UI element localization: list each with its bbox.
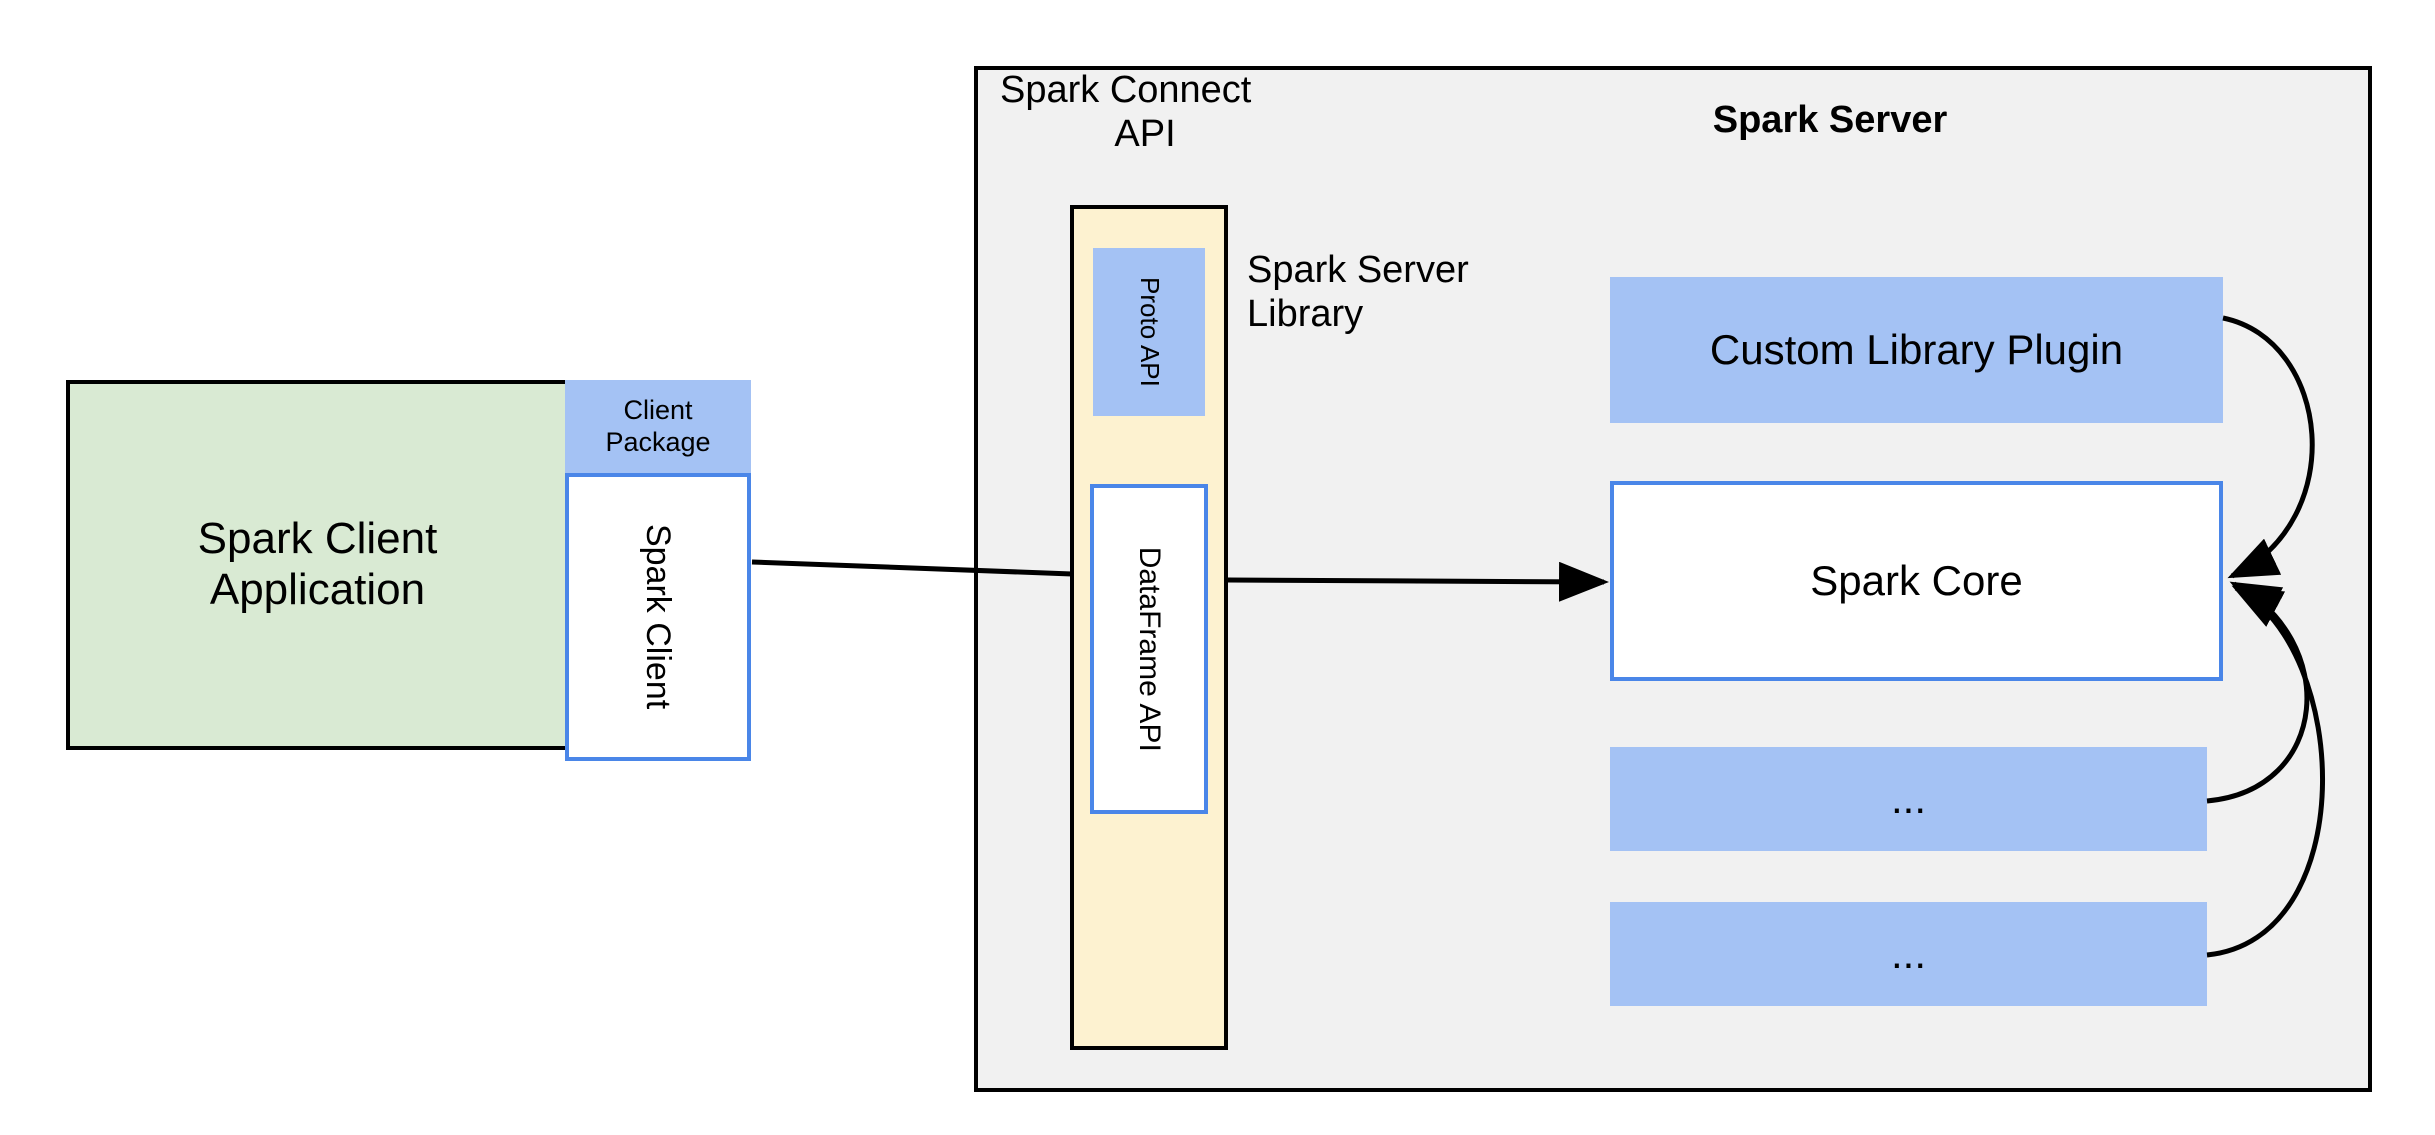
client-package-label-line2: Package [605, 426, 711, 457]
spark-connect-api-label-line2: API [1114, 113, 1176, 155]
spark-client-application-box[interactable]: Spark Client Application [66, 380, 569, 750]
spark-client-label: Spark Client [639, 524, 678, 710]
dataframe-api-box[interactable]: DataFrame API [1090, 484, 1208, 814]
custom-library-plugin-label: Custom Library Plugin [1709, 325, 2124, 373]
client-package-label-line1: Client [623, 395, 693, 426]
spark-server-library-label-line2: Library [1247, 293, 1364, 335]
dataframe-api-label: DataFrame API [1133, 546, 1167, 752]
spark-client-application-label-line1: Spark Client [197, 514, 438, 564]
spark-core-label: Spark Core [1810, 556, 2023, 604]
spark-client-application-label-line2: Application [209, 565, 426, 614]
spark-client-box[interactable]: Spark Client [565, 473, 751, 761]
spark-core-box[interactable]: Spark Core [1610, 481, 2223, 681]
additional-plugin-label-1: ... [1890, 774, 1926, 822]
spark-server-title: Spark Server [1712, 99, 1948, 142]
proto-api-box[interactable]: Proto API [1093, 248, 1205, 416]
additional-plugin-box-1[interactable]: ... [1610, 747, 2207, 851]
spark-server-library-label: Spark Server Library [1247, 245, 1517, 341]
client-package-box[interactable]: Client Package [565, 380, 751, 473]
proto-api-label: Proto API [1134, 277, 1165, 387]
spark-connect-api-label-line1: Spark Connect [1000, 69, 1252, 112]
additional-plugin-box-2[interactable]: ... [1610, 902, 2207, 1006]
spark-connect-api-label: Spark Connect API [1000, 65, 1290, 161]
custom-library-plugin-box[interactable]: Custom Library Plugin [1610, 277, 2223, 423]
spark-server-library-label-line1: Spark Server [1247, 249, 1469, 292]
additional-plugin-label-2: ... [1890, 929, 1926, 977]
